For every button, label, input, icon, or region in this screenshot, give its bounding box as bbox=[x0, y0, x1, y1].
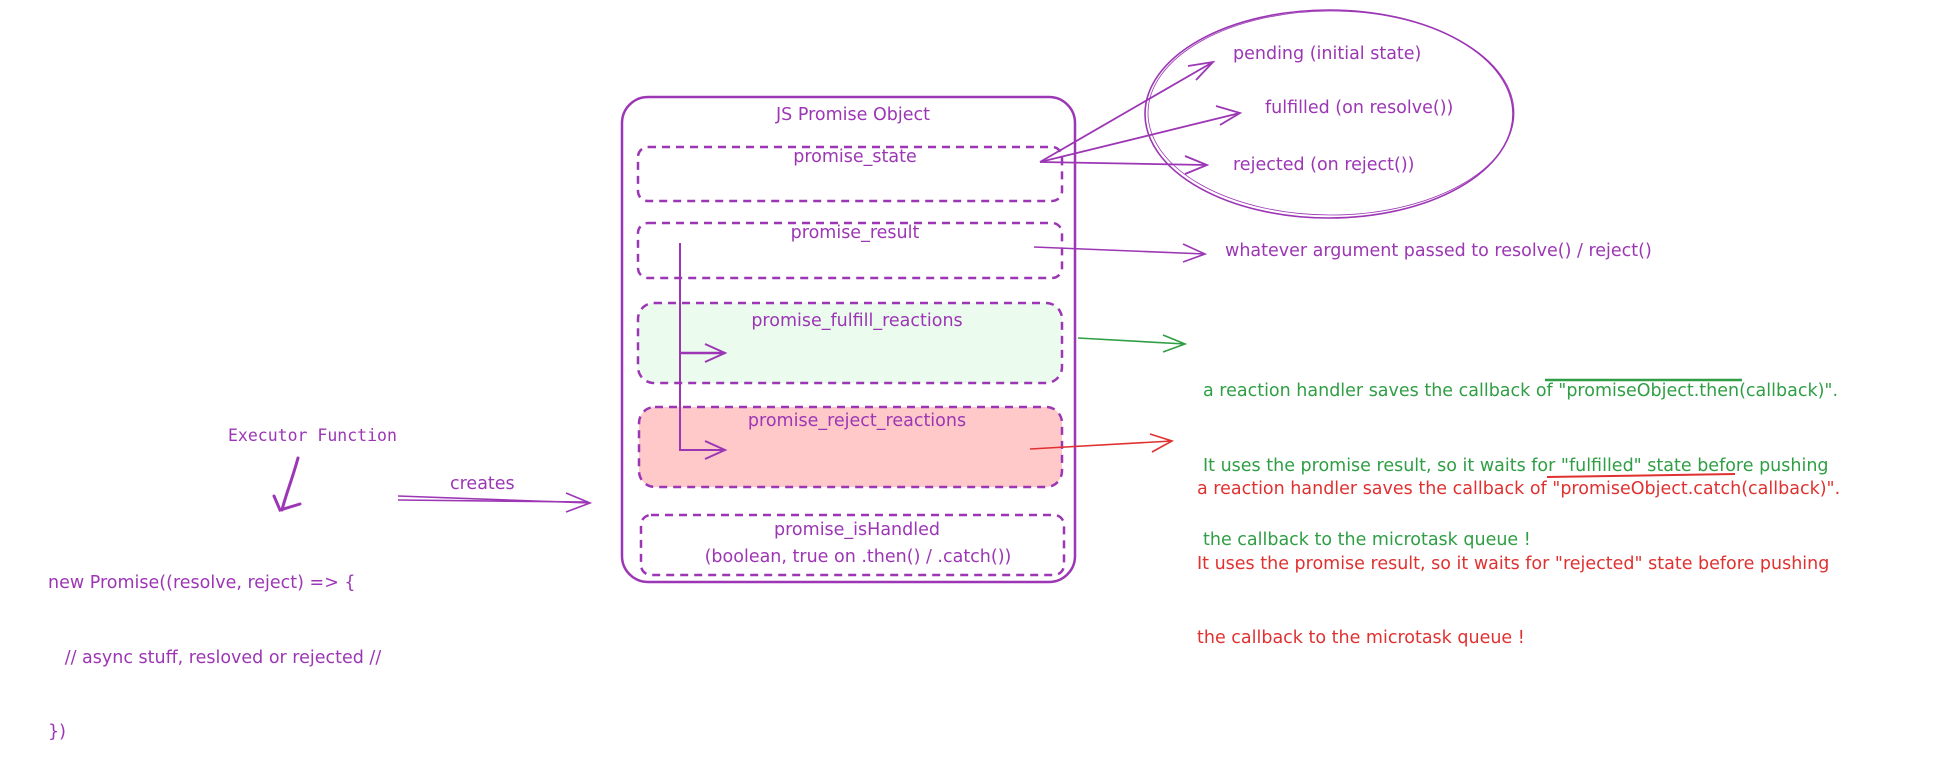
note-text: state before pushing bbox=[1642, 553, 1830, 574]
slot-label-reject-reactions: promise_reject_reactions bbox=[747, 411, 967, 431]
fulfill-note: a reaction handler saves the callback of… bbox=[1203, 330, 1838, 577]
slot-box-fulfill-reactions bbox=[636, 301, 1064, 385]
slot-box-result bbox=[636, 221, 1064, 280]
code-line: new Promise((resolve, reject) => { bbox=[48, 573, 356, 594]
slot-box-state bbox=[636, 145, 1064, 203]
executor-arrow bbox=[272, 456, 302, 512]
note-line: It uses the promise result, so it waits … bbox=[1203, 454, 1838, 479]
note-line: It uses the promise result, so it waits … bbox=[1197, 552, 1840, 577]
states-ellipse bbox=[1144, 9, 1514, 219]
note-text: It uses the promise result, so it bbox=[1203, 455, 1480, 476]
slot-label-state: promise_state bbox=[793, 147, 917, 167]
slot-label-is-handled: promise_isHandled bbox=[774, 520, 940, 540]
note-emphasis: waits for "fulfilled" bbox=[1479, 455, 1642, 476]
promise-object-box bbox=[620, 95, 1077, 584]
slot-detail-is-handled: (boolean, true on .then() / .catch()) bbox=[704, 547, 1012, 567]
code-line: // async stuff, resloved or rejected // bbox=[48, 647, 382, 668]
diagram-canvas bbox=[272, 9, 1742, 584]
creates-label: creates bbox=[450, 474, 515, 494]
note-emphasis: waits for "rejected" bbox=[1473, 553, 1643, 574]
slot-label-result: promise_result bbox=[790, 223, 920, 243]
note-text: state before pushing bbox=[1641, 455, 1829, 476]
states-ellipse-sketch bbox=[1147, 10, 1515, 216]
result-note: whatever argument passed to resolve() / … bbox=[1225, 241, 1652, 261]
state-rejected: rejected (on reject()) bbox=[1233, 155, 1415, 175]
state-arrows bbox=[1039, 60, 1243, 175]
note-line: a reaction handler saves the callback of… bbox=[1197, 479, 1841, 500]
reject-underline bbox=[1546, 473, 1736, 478]
executor-code: new Promise((resolve, reject) => { // as… bbox=[48, 522, 381, 769]
reject-arrow bbox=[1029, 433, 1175, 453]
state-pending: pending (initial state) bbox=[1233, 44, 1422, 64]
result-branch-arrows bbox=[679, 243, 728, 460]
fulfill-arrow bbox=[1077, 334, 1188, 353]
note-text: It uses the promise result, so it bbox=[1197, 553, 1474, 574]
code-line: }) bbox=[48, 721, 66, 742]
slot-label-fulfill-reactions: promise_fulfill_reactions bbox=[751, 311, 963, 331]
note-line: the callback to the microtask queue ! bbox=[1197, 627, 1525, 648]
slot-box-is-handled bbox=[639, 513, 1066, 577]
note-line: a reaction handler saves the callback of… bbox=[1203, 381, 1839, 402]
executor-label: Executor Function bbox=[228, 426, 397, 445]
result-arrow bbox=[1033, 243, 1208, 263]
reject-note: a reaction handler saves the callback of… bbox=[1197, 428, 1840, 675]
note-line: the callback to the microtask queue ! bbox=[1203, 529, 1531, 550]
promise-object-title: JS Promise Object bbox=[776, 105, 930, 125]
creates-arrow bbox=[397, 492, 593, 513]
state-fulfilled: fulfilled (on resolve()) bbox=[1265, 98, 1454, 118]
